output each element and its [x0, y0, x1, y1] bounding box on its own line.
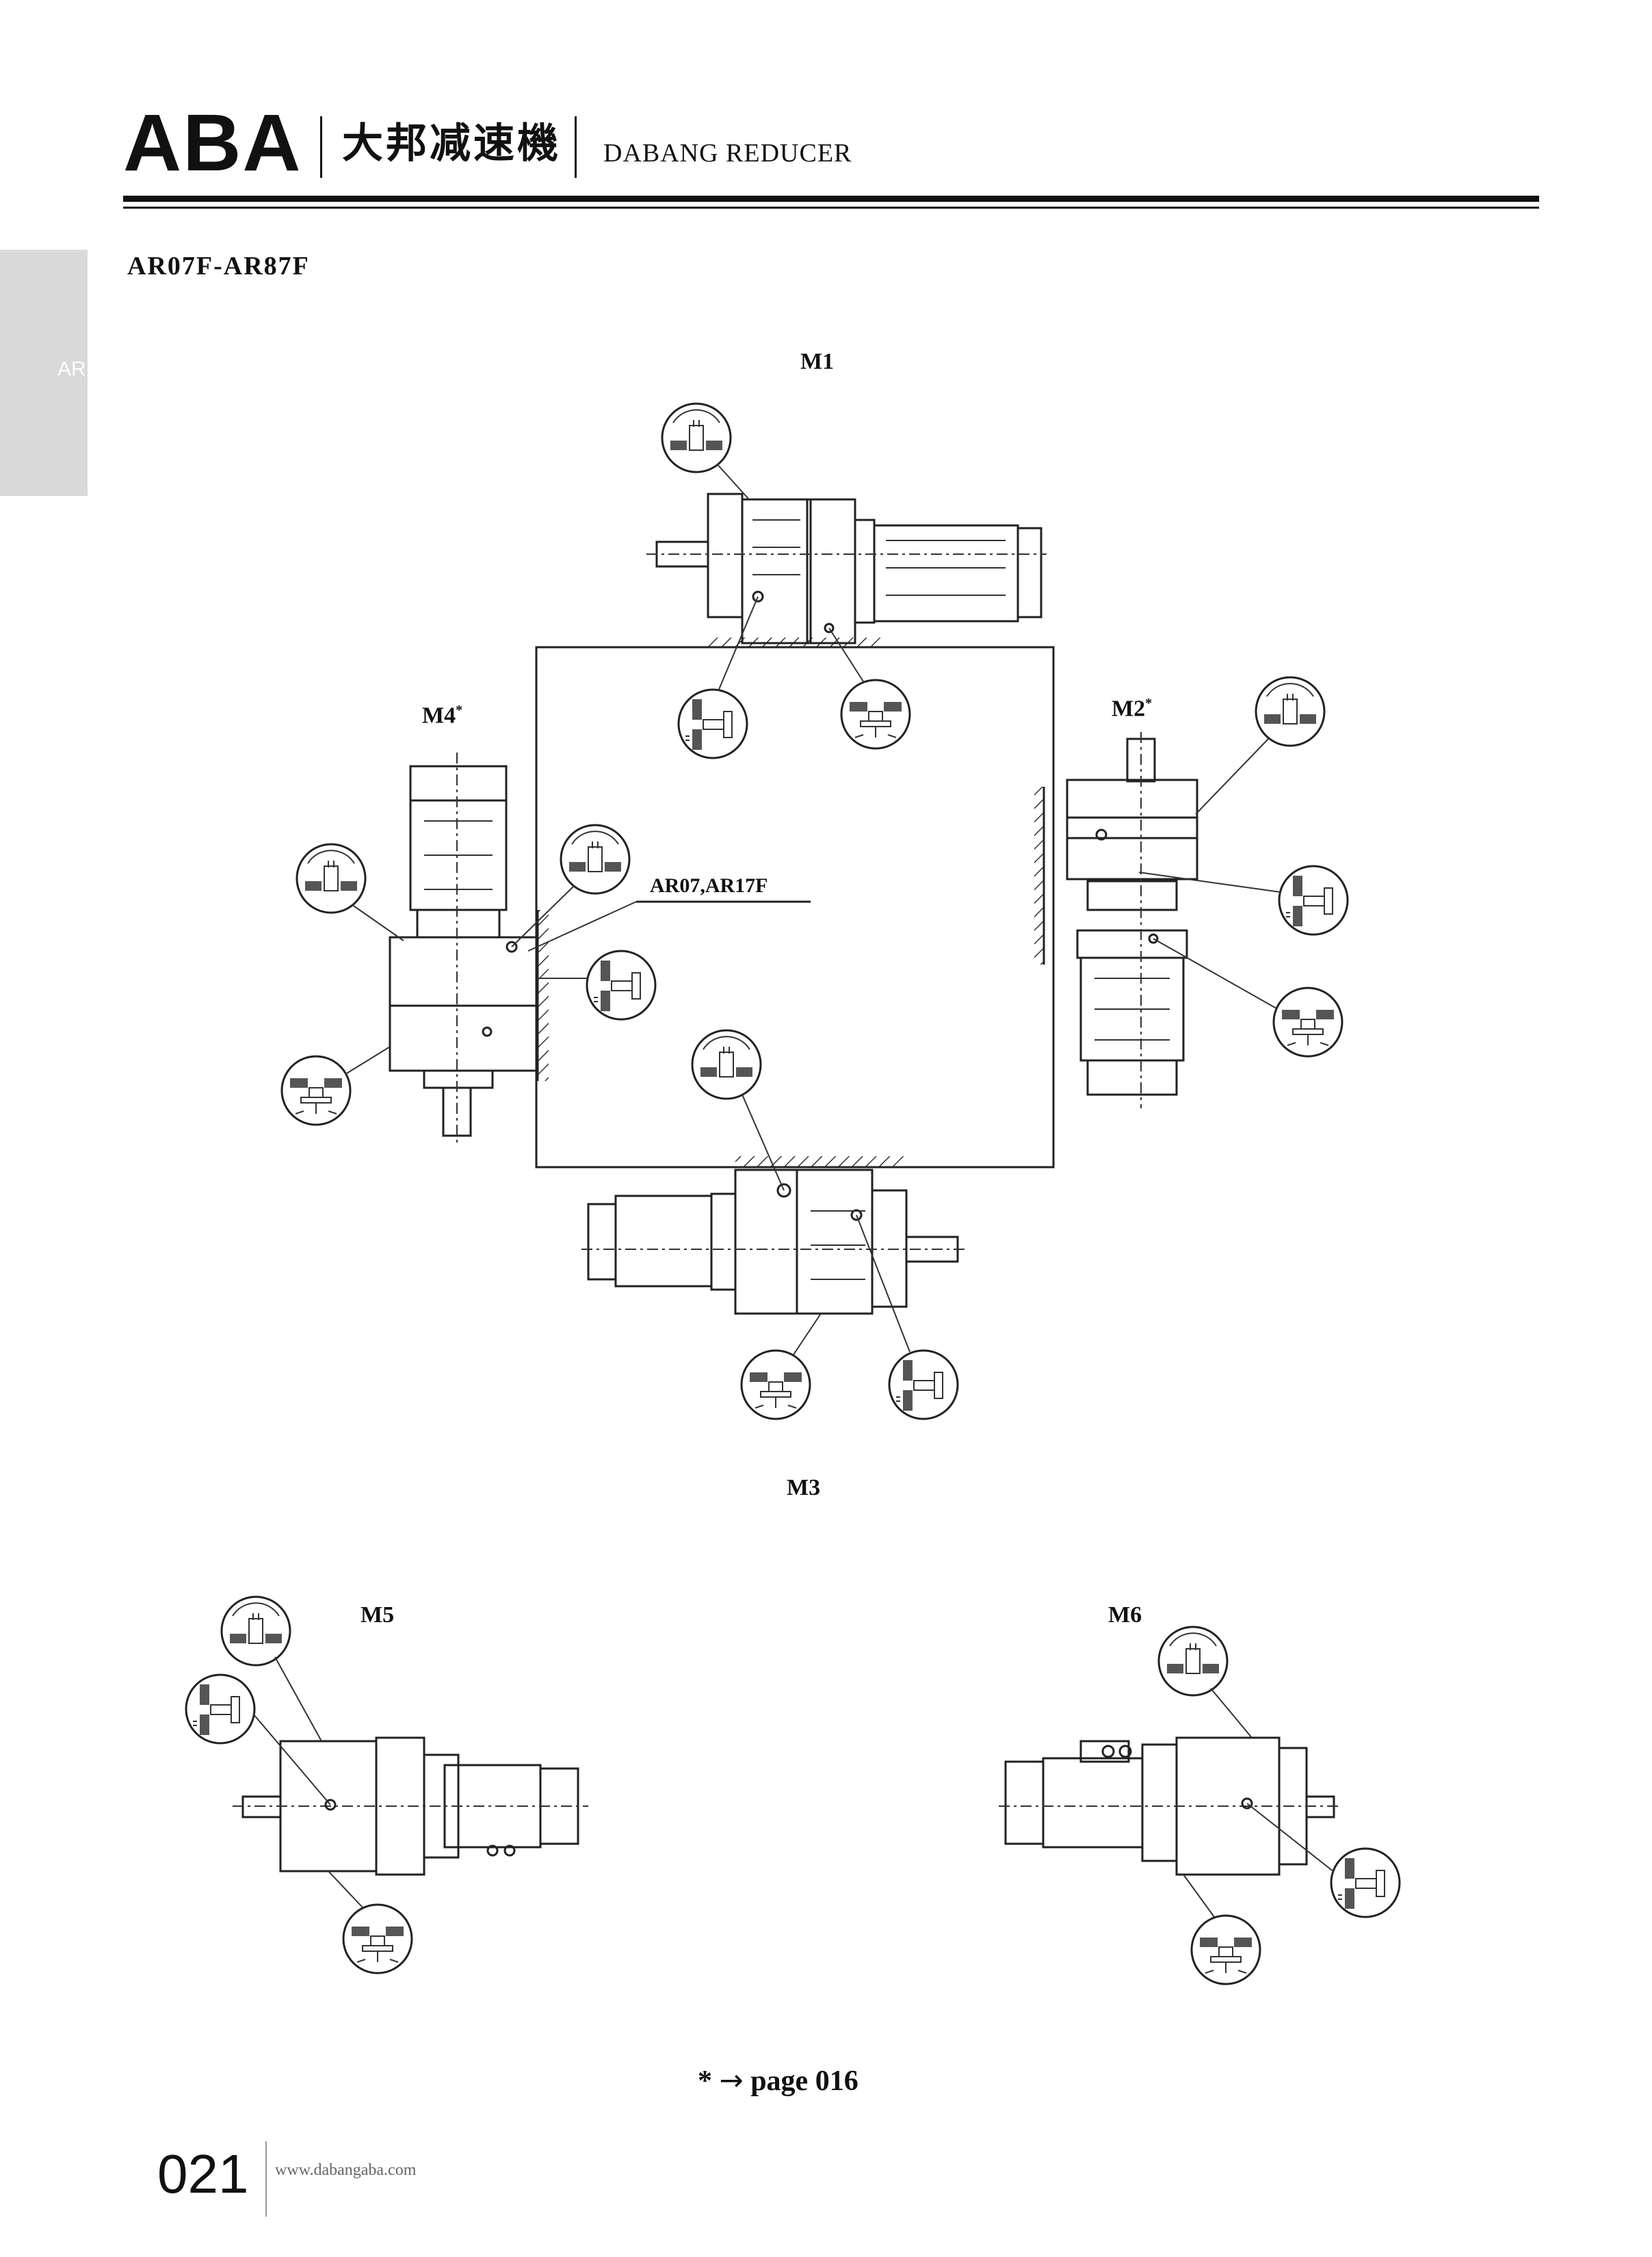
m4-mark: *	[456, 703, 463, 718]
footnote-arrow: →	[719, 2063, 744, 2097]
header-separator	[320, 116, 322, 178]
drain-plug-icon	[280, 1046, 391, 1126]
position-label-m1: M1	[800, 349, 835, 374]
drain-plug-icon	[328, 1870, 413, 1974]
vent-plug-icon	[661, 402, 750, 500]
series-title: AR07F-AR87F	[127, 252, 310, 281]
oil-level-plug-icon	[1246, 1803, 1401, 1918]
oil-level-plug-icon	[677, 596, 759, 759]
chinese-title: 大邦减速機	[342, 120, 561, 168]
website-link[interactable]: www.dabangaba.com	[275, 2161, 417, 2179]
header-rule-thin	[123, 207, 1539, 209]
position-label-m6: M6	[1108, 1602, 1142, 1628]
position-label-m2: M2*	[1112, 696, 1152, 720]
drain-plug-icon	[828, 627, 911, 750]
reference-square	[535, 646, 1055, 1169]
gearmotor-m4	[389, 753, 549, 1143]
english-title: DABANG REDUCER	[603, 139, 852, 168]
footnote-page-ref: 016	[815, 2065, 858, 2097]
header-rule-thick	[123, 196, 1539, 202]
oil-level-plug-icon	[1138, 865, 1349, 936]
header-separator	[575, 116, 577, 178]
drain-plug-icon	[740, 1313, 822, 1420]
vent-plug-icon	[296, 843, 404, 941]
oil-level-plug-icon	[537, 950, 657, 1021]
position-label-m5: M5	[360, 1602, 395, 1628]
page-number: 021	[157, 2143, 249, 2204]
oil-level-plug-icon	[856, 1214, 959, 1420]
position-label-m3: M3	[787, 1475, 821, 1500]
footnote-page-word: page	[750, 2065, 809, 2097]
m2-text: M2	[1112, 696, 1146, 722]
gearmotor-m3	[581, 1156, 965, 1315]
footnote: * → page 016	[698, 2066, 858, 2096]
vent-plug-icon	[511, 824, 631, 948]
gearmotor-m5	[233, 1736, 588, 1876]
m4-text: M4	[422, 703, 456, 729]
oil-level-plug-icon	[185, 1673, 331, 1805]
drain-plug-icon	[1183, 1874, 1261, 1985]
vent-plug-icon	[1157, 1626, 1253, 1738]
gearmotor-m6	[999, 1736, 1341, 1876]
side-tab-label: AR	[57, 358, 86, 380]
m2-mark: *	[1145, 696, 1153, 711]
footnote-star: *	[698, 2065, 712, 2097]
gearmotor-m1	[646, 493, 1047, 649]
footer-separator	[265, 2141, 267, 2217]
gearmotor-m2	[1034, 732, 1198, 1108]
position-label-m4: M4*	[422, 703, 462, 727]
vent-plug-icon	[1195, 676, 1326, 815]
vent-plug-icon	[691, 1029, 785, 1191]
drain-plug-icon	[1153, 938, 1343, 1058]
brand-logo: ABA	[123, 98, 302, 188]
callout-label: AR07,AR17F	[650, 874, 768, 897]
side-tab	[0, 250, 88, 496]
vent-plug-icon	[220, 1595, 322, 1742]
